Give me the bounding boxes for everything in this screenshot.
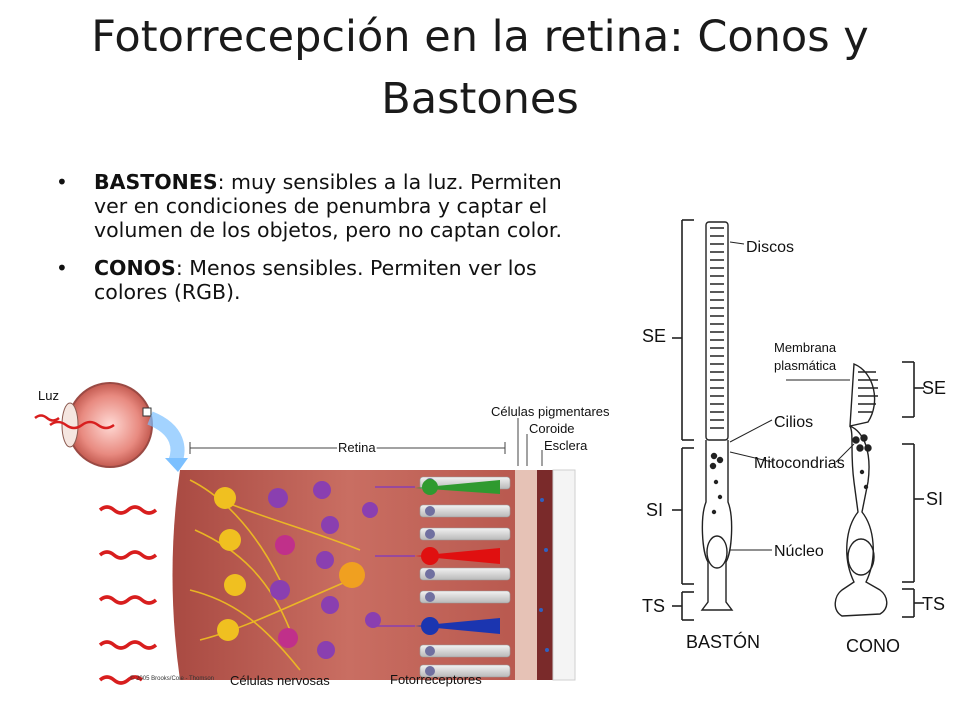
label-si-right: SI xyxy=(926,489,943,509)
bullet-conos: • CONOS: Menos sensibles. Permiten ver l… xyxy=(56,256,576,304)
label-ts-left: TS xyxy=(642,596,665,616)
label-discos: Discos xyxy=(746,239,794,256)
choroid-layer xyxy=(537,470,553,680)
bullet-list: • BASTONES: muy sensibles a la luz. Perm… xyxy=(56,170,576,318)
sclera-layer xyxy=(552,469,576,681)
label-baston: BASTÓN xyxy=(686,631,760,652)
label-mitocondrias: Mitocondrias xyxy=(754,455,845,472)
bullet-dot-icon: • xyxy=(56,170,68,194)
label-fotorreceptores: Fotorreceptores xyxy=(390,672,482,687)
cone-cell xyxy=(834,362,888,617)
cone-blue xyxy=(415,617,500,635)
label-si-left: SI xyxy=(646,500,663,520)
nerve-fibers xyxy=(189,479,361,671)
nerve-cells xyxy=(214,481,381,659)
label-esclera: Esclera xyxy=(544,438,588,453)
bullet-term: BASTONES xyxy=(94,170,218,194)
rod-cone-diagram: Discos Membrana plasmática Cilios Mitoco… xyxy=(642,219,946,656)
label-se-right: SE xyxy=(922,378,946,398)
bullet-bastones: • BASTONES: muy sensibles a la luz. Perm… xyxy=(56,170,576,242)
light-rays xyxy=(98,505,158,685)
label-coroide: Coroide xyxy=(529,421,575,436)
bullet-term: CONOS xyxy=(94,256,176,280)
cone-green xyxy=(415,479,500,495)
eye-diagram xyxy=(34,382,188,472)
rod-cell xyxy=(700,221,734,611)
label-copyright: © 2005 Brooks/Cole - Thomson xyxy=(130,675,214,682)
label-plasmatica: plasmática xyxy=(774,358,837,373)
slide-title: Fotorrecepción en la retina: Conos y Bas… xyxy=(91,12,869,124)
label-cilios: Cilios xyxy=(774,414,813,431)
label-ts-right: TS xyxy=(922,594,945,614)
retina-bracket xyxy=(189,442,506,454)
photoreceptors xyxy=(375,476,511,678)
rod-nuclei xyxy=(425,478,435,676)
bullet-text: : muy sensibles a la luz. Permiten ver e… xyxy=(94,170,562,242)
retina-illustration: Luz xyxy=(34,382,610,688)
pigment-layer xyxy=(515,470,537,680)
label-celulas-nervosas: Células nervosas xyxy=(230,673,330,688)
label-nucleo: Núcleo xyxy=(774,543,824,560)
bullet-text: : Menos sensibles. Permiten ver los colo… xyxy=(94,256,537,304)
bullet-dot-icon: • xyxy=(56,256,68,280)
label-cono: CONO xyxy=(846,636,900,656)
label-celulas-pigmentares: Células pigmentares xyxy=(491,404,610,419)
label-retina: Retina xyxy=(338,440,376,455)
label-luz: Luz xyxy=(38,388,59,403)
label-membrana: Membrana xyxy=(774,340,837,355)
cone-red xyxy=(415,547,500,565)
label-se-left: SE xyxy=(642,326,666,346)
